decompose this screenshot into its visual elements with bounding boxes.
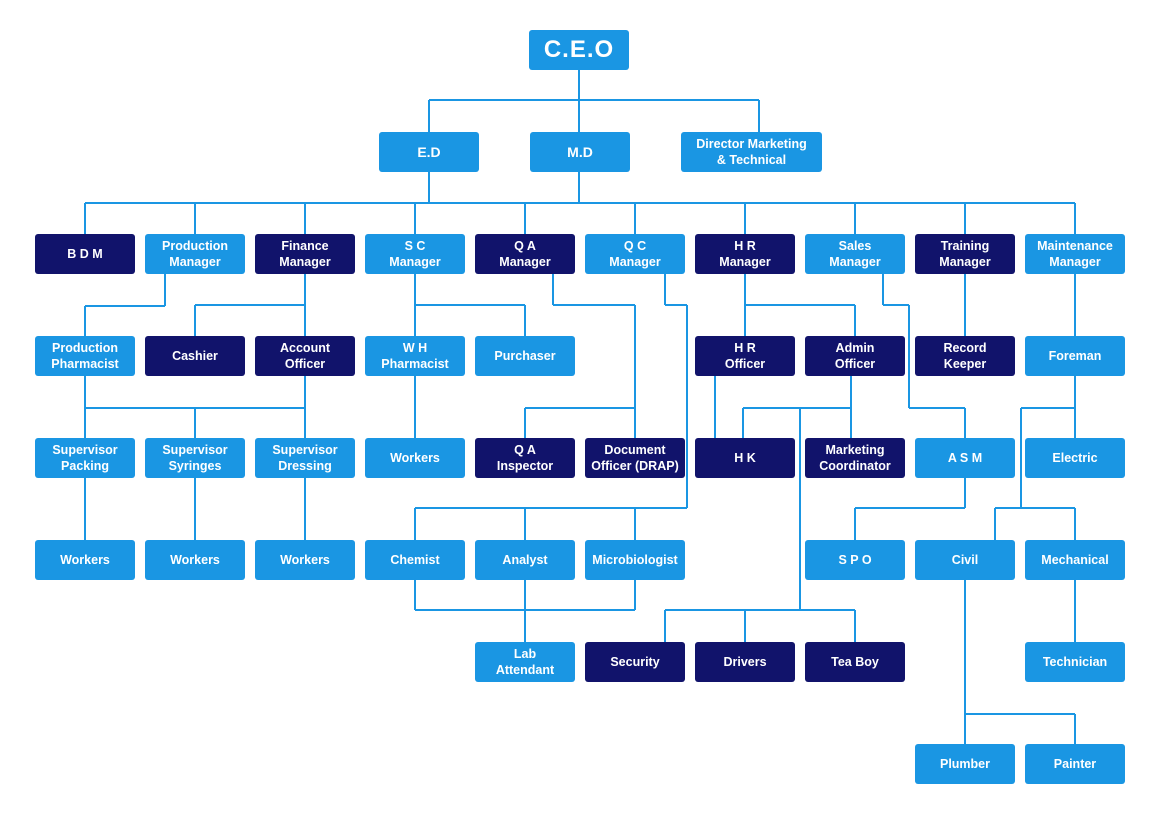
- node-technician: Technician: [1025, 642, 1125, 682]
- node-supervisor-dressing: Supervisor Dressing: [255, 438, 355, 478]
- node-document-officer: Document Officer (DRAP): [585, 438, 685, 478]
- node-microbiologist: Microbiologist: [585, 540, 685, 580]
- node-training-manager: Training Manager: [915, 234, 1015, 274]
- node-production-pharmacist: Production Pharmacist: [35, 336, 135, 376]
- node-asm: A S M: [915, 438, 1015, 478]
- node-qc-manager: Q C Manager: [585, 234, 685, 274]
- node-account-officer: Account Officer: [255, 336, 355, 376]
- node-sc-manager: S C Manager: [365, 234, 465, 274]
- node-marketing-coordinator: Marketing Coordinator: [805, 438, 905, 478]
- node-hr-manager: H R Manager: [695, 234, 795, 274]
- node-hk: H K: [695, 438, 795, 478]
- node-cashier: Cashier: [145, 336, 245, 376]
- node-security: Security: [585, 642, 685, 682]
- node-civil: Civil: [915, 540, 1015, 580]
- node-supervisor-syringes: Supervisor Syringes: [145, 438, 245, 478]
- node-drivers: Drivers: [695, 642, 795, 682]
- node-analyst: Analyst: [475, 540, 575, 580]
- node-mechanical: Mechanical: [1025, 540, 1125, 580]
- node-lab-attendant: Lab Attendant: [475, 642, 575, 682]
- node-chemist: Chemist: [365, 540, 465, 580]
- node-workers-dressing: Workers: [255, 540, 355, 580]
- node-foreman: Foreman: [1025, 336, 1125, 376]
- node-electric: Electric: [1025, 438, 1125, 478]
- node-hr-officer: H R Officer: [695, 336, 795, 376]
- node-purchaser: Purchaser: [475, 336, 575, 376]
- node-md: M.D: [530, 132, 630, 172]
- node-admin-officer: Admin Officer: [805, 336, 905, 376]
- node-sales-manager: Sales Manager: [805, 234, 905, 274]
- node-production-manager: Production Manager: [145, 234, 245, 274]
- node-tea-boy: Tea Boy: [805, 642, 905, 682]
- node-qa-inspector: Q A Inspector: [475, 438, 575, 478]
- node-qa-manager: Q A Manager: [475, 234, 575, 274]
- node-director-marketing-technical: Director Marketing & Technical: [681, 132, 822, 172]
- node-workers-syringes: Workers: [145, 540, 245, 580]
- node-maintenance-manager: Maintenance Manager: [1025, 234, 1125, 274]
- node-record-keeper: Record Keeper: [915, 336, 1015, 376]
- node-spo: S P O: [805, 540, 905, 580]
- node-plumber: Plumber: [915, 744, 1015, 784]
- node-bdm: B D M: [35, 234, 135, 274]
- node-wh-pharmacist: W H Pharmacist: [365, 336, 465, 376]
- node-ceo: C.E.O: [529, 30, 629, 70]
- node-supervisor-packing: Supervisor Packing: [35, 438, 135, 478]
- node-painter: Painter: [1025, 744, 1125, 784]
- node-wh-workers: Workers: [365, 438, 465, 478]
- node-finance-manager: Finance Manager: [255, 234, 355, 274]
- node-workers-packing: Workers: [35, 540, 135, 580]
- node-ed: E.D: [379, 132, 479, 172]
